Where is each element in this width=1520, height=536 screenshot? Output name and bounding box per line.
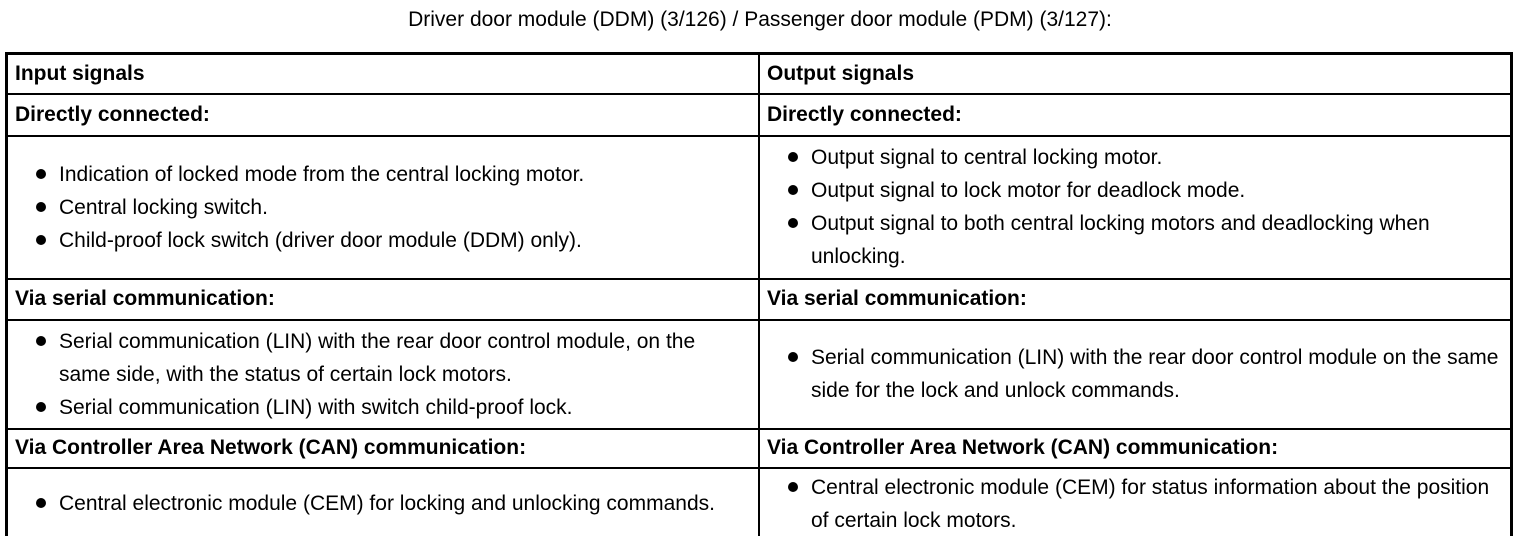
output-direct-list: Output signal to central locking motor. …	[758, 134, 1513, 280]
list-item: Indication of locked mode from the centr…	[36, 158, 748, 191]
bullet-icon	[36, 168, 46, 179]
list-item: Central electronic module (CEM) for lock…	[36, 487, 748, 520]
input-serial-list: Serial communication (LIN) with the rear…	[5, 318, 760, 430]
list-item-text: Output signal to central locking motor.	[811, 146, 1163, 169]
table-row-serial-heading: Via serial communication: Via serial com…	[5, 277, 1513, 321]
bullet-icon	[788, 352, 798, 362]
bullet-icon	[36, 498, 46, 508]
table-row-headers: Input signals Output signals	[5, 52, 1513, 95]
page-title: Driver door module (DDM) (3/126) / Passe…	[408, 8, 1112, 31]
list-item-text: Central locking switch.	[59, 195, 268, 219]
list-item-text: Serial communication (LIN) with the rear…	[811, 346, 1499, 402]
list-item: Central electronic module (CEM) for stat…	[788, 471, 1500, 536]
list-item: Serial communication (LIN) with the rear…	[36, 325, 748, 391]
bullet-icon	[36, 234, 46, 245]
input-serial-heading: Via serial communication:	[5, 277, 760, 321]
list-item-text: Central electronic module (CEM) for stat…	[811, 475, 1490, 532]
input-direct-heading: Directly connected:	[5, 92, 760, 137]
output-can-list: Central electronic module (CEM) for stat…	[758, 466, 1513, 536]
list-item-text: Serial communication (LIN) with the rear…	[59, 329, 696, 386]
list-item: Serial communication (LIN) with switch c…	[36, 391, 748, 424]
bullet-icon	[788, 218, 798, 228]
output-signals-header: Output signals	[758, 52, 1513, 95]
output-direct-heading: Directly connected:	[758, 92, 1513, 137]
bullet-icon	[36, 201, 46, 212]
bullet-icon	[788, 185, 798, 195]
document-page: Driver door module (DDM) (3/126) / Passe…	[0, 7, 1520, 536]
list-item-text: Child-proof lock switch (driver door mod…	[59, 228, 582, 252]
table-row-serial-list: Serial communication (LIN) with the rear…	[5, 318, 1513, 430]
table-row-directly-connected-heading: Directly connected: Directly connected:	[5, 92, 1513, 137]
bullet-icon	[788, 152, 798, 162]
output-serial-heading: Via serial communication:	[758, 277, 1513, 321]
table-row-can-list: Central electronic module (CEM) for lock…	[5, 466, 1513, 536]
input-can-list: Central electronic module (CEM) for lock…	[5, 466, 760, 536]
input-can-heading: Via Controller Area Network (CAN) commun…	[5, 427, 760, 469]
output-serial-list: Serial communication (LIN) with the rear…	[758, 318, 1513, 430]
list-item: Child-proof lock switch (driver door mod…	[36, 224, 748, 257]
list-item: Central locking switch.	[36, 191, 748, 224]
list-item-text: Output signal to both central locking mo…	[811, 212, 1430, 268]
input-direct-list: Indication of locked mode from the centr…	[5, 134, 760, 280]
list-item: Output signal to lock motor for deadlock…	[788, 174, 1500, 207]
bullet-icon	[36, 401, 46, 412]
list-item: Serial communication (LIN) with the rear…	[788, 341, 1500, 407]
bullet-icon	[36, 335, 46, 346]
bullet-icon	[788, 481, 798, 492]
list-item: Output signal to central locking motor.	[788, 141, 1500, 174]
signals-table: Input signals Output signals Directly co…	[5, 52, 1513, 536]
list-item-text: Indication of locked mode from the centr…	[59, 162, 585, 186]
list-item-text: Serial communication (LIN) with switch c…	[59, 395, 573, 419]
table-row-directly-connected-list: Indication of locked mode from the centr…	[5, 134, 1513, 280]
list-item: Output signal to both central locking mo…	[788, 207, 1500, 273]
table-row-can-heading: Via Controller Area Network (CAN) commun…	[5, 427, 1513, 469]
list-item-text: Central electronic module (CEM) for lock…	[59, 492, 715, 515]
list-item-text: Output signal to lock motor for deadlock…	[811, 179, 1246, 202]
input-signals-header: Input signals	[5, 52, 760, 95]
output-can-heading: Via Controller Area Network (CAN) commun…	[758, 427, 1513, 469]
